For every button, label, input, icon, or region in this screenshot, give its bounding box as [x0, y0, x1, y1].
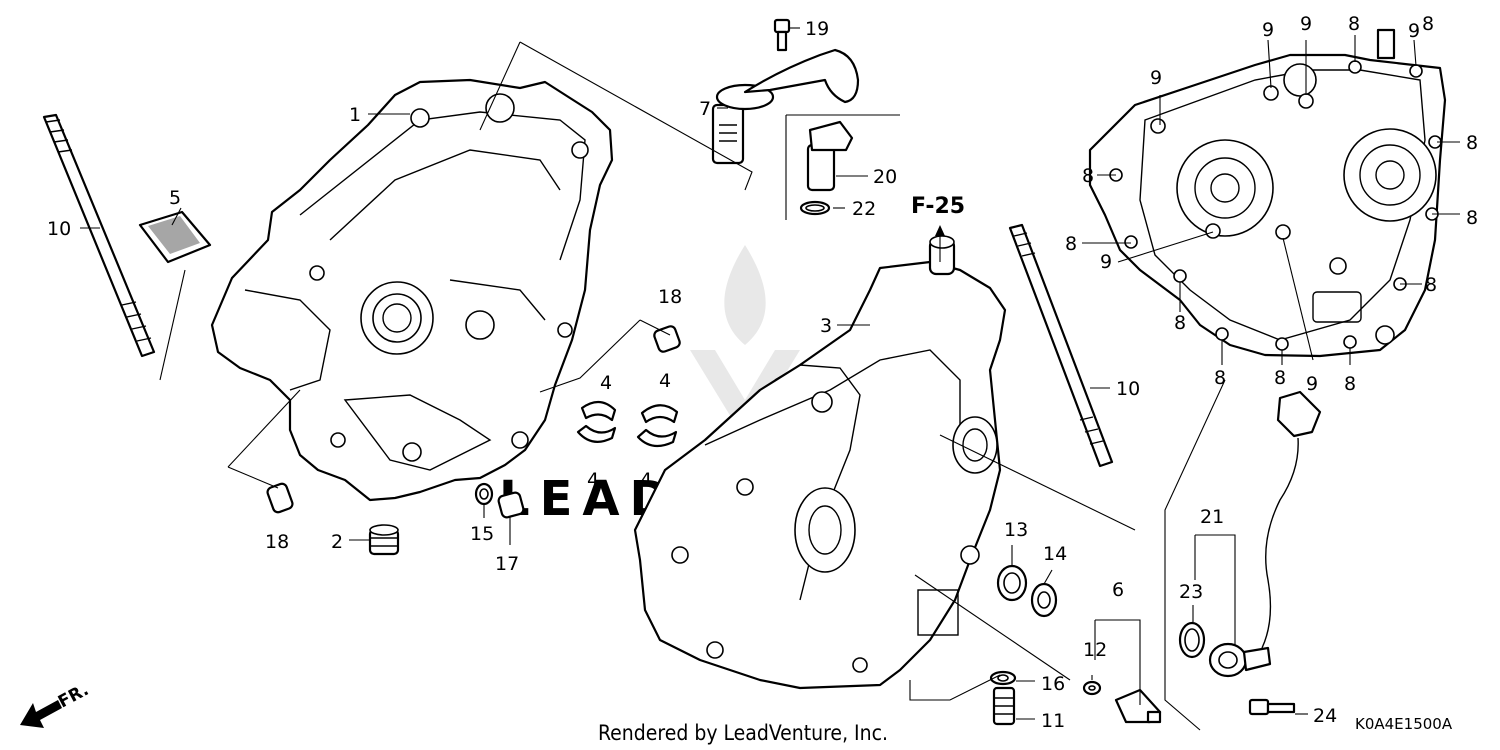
- bolt-24[interactable]: [1248, 698, 1296, 716]
- stud-bolt-right[interactable]: [1008, 223, 1114, 468]
- callout-11[interactable]: 11: [1041, 710, 1065, 732]
- neutral-switch[interactable]: [1114, 688, 1162, 724]
- callout-9a[interactable]: 9: [1262, 19, 1274, 41]
- callout-9b[interactable]: 9: [1300, 13, 1312, 35]
- sealing-washer[interactable]: [474, 482, 494, 506]
- callout-8b[interactable]: 8: [1466, 132, 1478, 154]
- front-direction-indicator: FR.: [20, 680, 92, 728]
- crank-bearing-right[interactable]: [636, 404, 679, 448]
- sensor-harness[interactable]: [1208, 390, 1322, 678]
- callout-8k[interactable]: 8: [1422, 13, 1434, 35]
- callout-10b[interactable]: 10: [1116, 378, 1140, 400]
- dowel-pin-left[interactable]: [266, 482, 294, 514]
- callout-24[interactable]: 24: [1313, 705, 1337, 727]
- o-ring-23[interactable]: [1178, 621, 1206, 659]
- dowel-pin-center[interactable]: [653, 325, 681, 353]
- drain-plug[interactable]: [368, 524, 400, 556]
- diagram-code: K0A4E1500A: [1355, 715, 1453, 733]
- callout-8i[interactable]: 8: [1274, 367, 1286, 389]
- callout-18a[interactable]: 18: [658, 286, 682, 308]
- callout-19[interactable]: 19: [805, 18, 829, 40]
- callout-13[interactable]: 13: [1004, 519, 1028, 541]
- callout-labels: 1 2 3 4 4 4 4 5 6 7 8 8 8 8 8 8 8 8 8 8 …: [47, 13, 1478, 732]
- callout-9e[interactable]: 9: [1100, 251, 1112, 273]
- callout-18b[interactable]: 18: [265, 531, 289, 553]
- callout-8e[interactable]: 8: [1065, 233, 1077, 255]
- o-ring-22[interactable]: [799, 200, 831, 216]
- callout-23[interactable]: 23: [1179, 581, 1203, 603]
- oil-strainer-screen[interactable]: [138, 210, 212, 264]
- callout-15[interactable]: 15: [470, 523, 494, 545]
- callout-10a[interactable]: 10: [47, 218, 71, 240]
- callout-3[interactable]: 3: [820, 315, 832, 337]
- callout-21[interactable]: 21: [1200, 506, 1224, 528]
- callout-8j[interactable]: 8: [1344, 373, 1356, 395]
- callout-8f[interactable]: 8: [1425, 274, 1437, 296]
- callout-5[interactable]: 5: [169, 187, 181, 209]
- speed-sensor[interactable]: [711, 48, 860, 165]
- front-arrow-icon: [20, 700, 62, 728]
- callout-7[interactable]: 7: [699, 98, 711, 120]
- callout-6[interactable]: 6: [1112, 579, 1124, 601]
- callout-12[interactable]: 12: [1083, 639, 1107, 661]
- left-crankcase[interactable]: [210, 78, 614, 502]
- callout-1[interactable]: 1: [349, 104, 361, 126]
- callout-4a[interactable]: 4: [600, 372, 612, 394]
- bolt-19[interactable]: [773, 18, 791, 52]
- callout-4c[interactable]: 4: [587, 469, 599, 491]
- callout-9f[interactable]: 9: [1306, 373, 1318, 395]
- callout-20[interactable]: 20: [873, 166, 897, 188]
- reference-arrow[interactable]: [935, 225, 945, 262]
- bolt-11[interactable]: [992, 686, 1016, 726]
- crankcase-cover-gasket-plate[interactable]: [1088, 28, 1447, 358]
- callout-22[interactable]: 22: [852, 198, 876, 220]
- callout-14[interactable]: 14: [1043, 543, 1067, 565]
- footer-credit: Rendered by LeadVenture, Inc.: [598, 721, 888, 745]
- leader-lines: [80, 27, 1460, 731]
- callout-8c[interactable]: 8: [1082, 165, 1094, 187]
- callout-8d[interactable]: 8: [1466, 207, 1478, 229]
- stud-bolt-left[interactable]: [42, 113, 156, 358]
- callout-4d[interactable]: 4: [640, 469, 652, 491]
- oil-seal[interactable]: [1030, 582, 1058, 618]
- sensor-20[interactable]: [806, 120, 854, 192]
- reference-label[interactable]: F-25: [911, 194, 965, 219]
- callout-8h[interactable]: 8: [1214, 367, 1226, 389]
- callout-2[interactable]: 2: [331, 531, 343, 553]
- callout-4b[interactable]: 4: [659, 370, 671, 392]
- callout-8g[interactable]: 8: [1174, 312, 1186, 334]
- callout-9d[interactable]: 9: [1150, 67, 1162, 89]
- callout-16[interactable]: 16: [1041, 673, 1065, 695]
- collar[interactable]: [497, 491, 525, 519]
- crank-bearing-left[interactable]: [576, 400, 617, 443]
- washer-16[interactable]: [989, 670, 1017, 686]
- needle-bearing[interactable]: [996, 564, 1028, 602]
- callout-17[interactable]: 17: [495, 553, 519, 575]
- washer-12[interactable]: [1082, 680, 1102, 696]
- callout-8a[interactable]: 8: [1348, 13, 1360, 35]
- right-crankcase[interactable]: [633, 235, 1007, 690]
- callout-9c[interactable]: 9: [1408, 20, 1420, 42]
